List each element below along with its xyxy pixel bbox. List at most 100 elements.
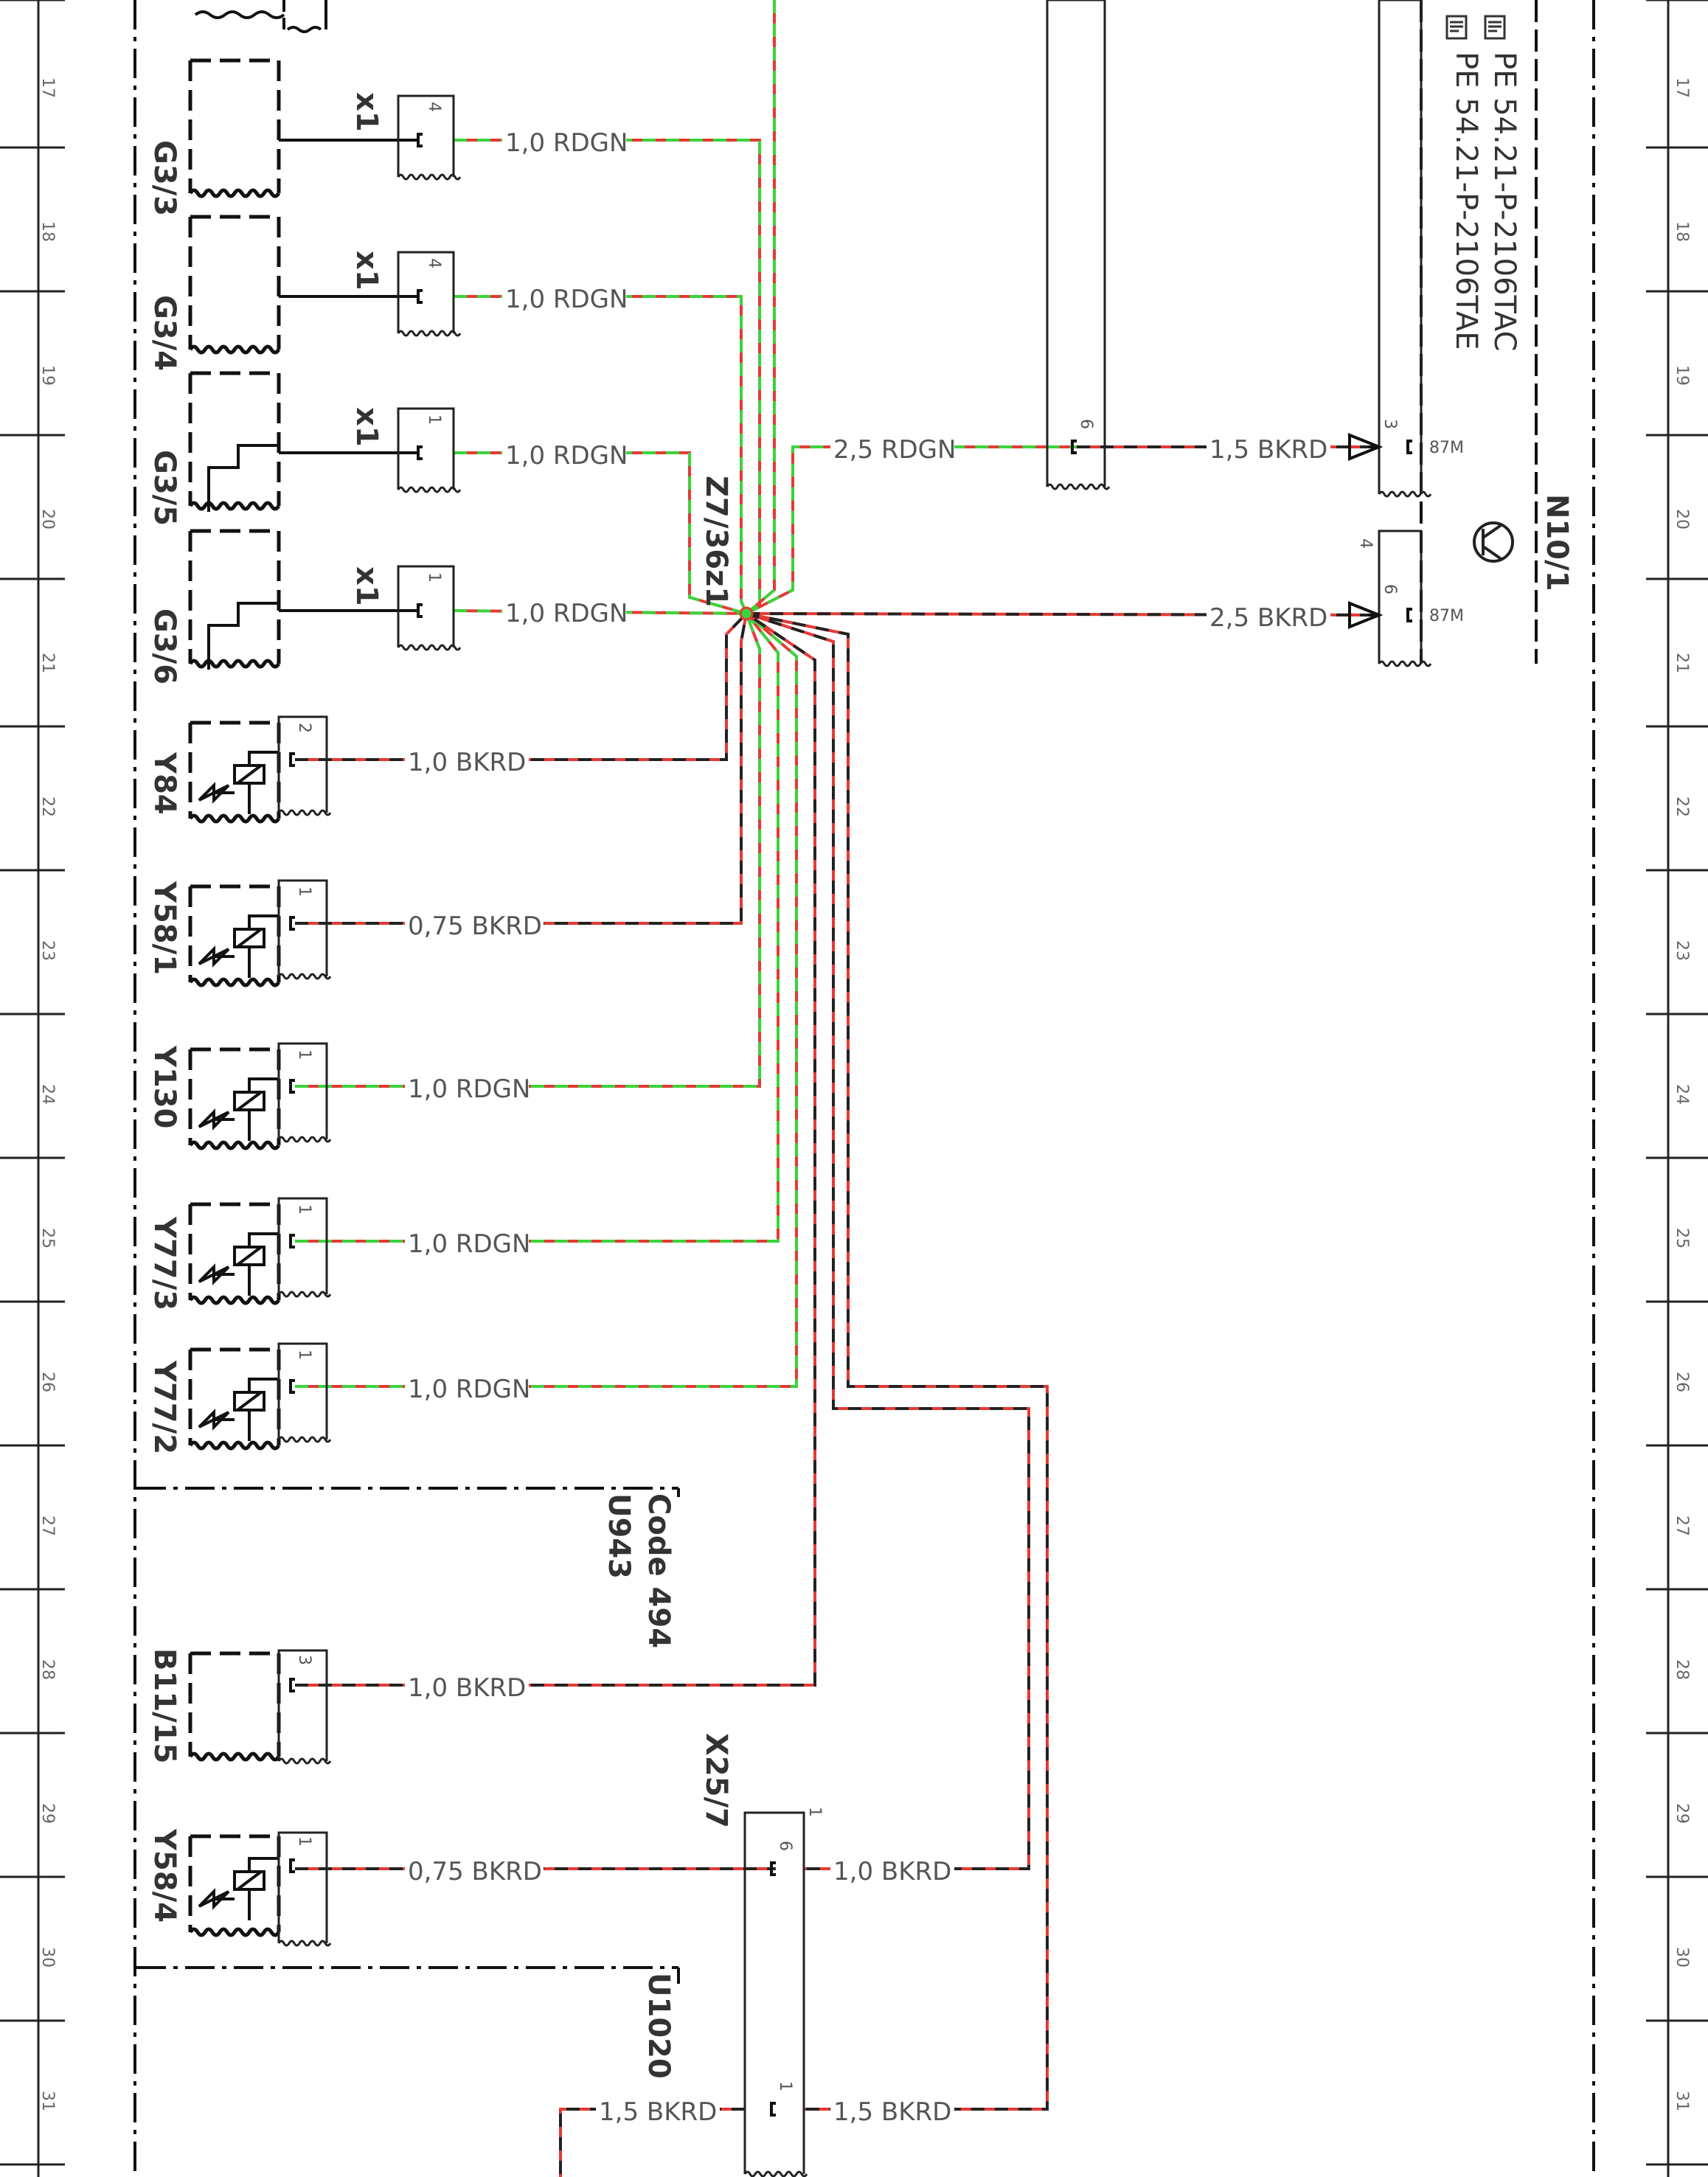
pin-number: 1 bbox=[425, 414, 443, 425]
wire-label-x25-1-0: 1,0 BKRD bbox=[830, 1857, 954, 1887]
svg-text:1,0 BKRD: 1,0 BKRD bbox=[408, 1673, 526, 1703]
labels: G3/3 G3/4 G3/5 G3/6 Y84 Y58/1 Y130 Y77/3… bbox=[147, 52, 1574, 2079]
row-number: 17 bbox=[38, 77, 57, 98]
arrow-icon bbox=[1348, 433, 1384, 461]
pin-number: 4 bbox=[425, 102, 443, 112]
label-y77-2: Y77/2 bbox=[147, 1360, 181, 1454]
wire-y84 bbox=[295, 612, 748, 761]
row-number: 20 bbox=[1673, 509, 1691, 530]
label-x1-g33: x1 bbox=[350, 92, 383, 132]
label-x1-g35: x1 bbox=[350, 407, 383, 447]
wire-y77-2 bbox=[295, 612, 798, 1388]
row-number: 17 bbox=[1673, 77, 1691, 98]
pin-number: 1 bbox=[295, 1836, 313, 1847]
row-number: 27 bbox=[1673, 1515, 1691, 1536]
svg-text:1,0 RDGN: 1,0 RDGN bbox=[505, 441, 628, 471]
wire-label-y58-1: 0,75 BKRD bbox=[405, 912, 544, 942]
pin-number: 1 bbox=[295, 886, 313, 897]
wire-label-y77-2: 1,0 RDGN bbox=[405, 1375, 530, 1405]
svg-text:1,0 RDGN: 1,0 RDGN bbox=[408, 1375, 530, 1404]
frame-lines bbox=[133, 0, 1595, 2177]
row-number: 26 bbox=[38, 1372, 57, 1392]
svg-text:1,0 BKRD: 1,0 BKRD bbox=[408, 748, 526, 777]
row-number: 26 bbox=[1673, 1372, 1691, 1392]
valve-connector bbox=[277, 715, 332, 816]
label-b11-15: B11/15 bbox=[147, 1648, 181, 1763]
components bbox=[188, 58, 417, 1937]
row-number: 20 bbox=[38, 509, 57, 530]
valve-connector bbox=[277, 879, 332, 980]
wire-2-5-rdgn bbox=[746, 445, 1077, 615]
row-number: 30 bbox=[38, 1947, 57, 1968]
g3-4-sensor bbox=[188, 215, 281, 355]
x1-connector bbox=[397, 565, 462, 651]
wire-label-2-5-bkrd: 2,5 BKRD bbox=[1207, 603, 1330, 633]
label-x1-g36: x1 bbox=[350, 566, 383, 606]
pin-number: 6 bbox=[1077, 419, 1095, 429]
row-number: 24 bbox=[1673, 1084, 1691, 1105]
wire-label-g33: 1,0 RDGN bbox=[502, 128, 628, 159]
wire-label-b11: 1,0 BKRD bbox=[405, 1673, 529, 1704]
wire-x25-1-5 bbox=[746, 612, 1049, 2111]
label-code-494: Code 494 bbox=[642, 1493, 676, 1648]
label-u1020: U1020 bbox=[642, 1973, 676, 2079]
row-number: 28 bbox=[1673, 1659, 1691, 1680]
label-n10-1: N10/1 bbox=[1540, 494, 1574, 591]
wire-label-g35: 1,0 RDGN bbox=[502, 441, 628, 471]
label-87m-bottom: 87M bbox=[1429, 607, 1464, 625]
wire-label-y130: 1,0 RDGN bbox=[405, 1074, 530, 1105]
row-number: 25 bbox=[1673, 1228, 1691, 1249]
row-number: 28 bbox=[38, 1659, 57, 1680]
row-number: 29 bbox=[1673, 1803, 1691, 1824]
svg-text:2,5 RDGN: 2,5 RDGN bbox=[833, 435, 956, 465]
solenoid-valve-icon bbox=[198, 1378, 279, 1441]
row-number: 21 bbox=[1673, 653, 1691, 673]
row-number: 18 bbox=[1673, 221, 1691, 242]
pin-number: 1 bbox=[295, 1049, 313, 1060]
row-number: 19 bbox=[38, 365, 57, 386]
svg-text:0,75 BKRD: 0,75 BKRD bbox=[408, 1857, 542, 1886]
solenoid-valve-icon bbox=[198, 914, 279, 978]
valve-connector bbox=[277, 1197, 332, 1298]
label-g35: G3/5 bbox=[147, 450, 181, 526]
row-number: 21 bbox=[38, 653, 57, 673]
g3-3-sensor bbox=[188, 58, 281, 198]
x-connector-top bbox=[1046, 0, 1111, 490]
pin-number: 1 bbox=[776, 2081, 794, 2091]
svg-text:1,5 BKRD: 1,5 BKRD bbox=[833, 2097, 951, 2127]
row-number: 25 bbox=[38, 1228, 57, 1249]
pin-number: 3 bbox=[295, 1655, 313, 1665]
g3-5-sensor bbox=[188, 371, 281, 511]
reference-tac: PE 54.21-P-2106TAC bbox=[1487, 52, 1521, 351]
row-number: 19 bbox=[1673, 365, 1691, 386]
svg-text:0,75 BKRD: 0,75 BKRD bbox=[408, 912, 542, 941]
wire-label-2-5-rdgn: 2,5 RDGN bbox=[830, 435, 956, 465]
splice-point bbox=[739, 606, 754, 621]
label-y58-1: Y58/1 bbox=[147, 881, 181, 975]
label-z7-36z1: Z7/36z1 bbox=[699, 476, 733, 607]
valve-connector bbox=[277, 1042, 332, 1143]
label-y130: Y130 bbox=[147, 1045, 181, 1128]
x25-7-connector bbox=[743, 1811, 808, 2177]
row-number: 22 bbox=[1673, 796, 1691, 817]
solenoid-valve-icon bbox=[198, 1857, 279, 1920]
svg-text:1,0 RDGN: 1,0 RDGN bbox=[408, 1229, 530, 1259]
relay-symbol-icon bbox=[1473, 521, 1514, 563]
label-g34: G3/4 bbox=[147, 295, 181, 371]
n10-pin3-block bbox=[1378, 0, 1432, 498]
row-number: 31 bbox=[1673, 2091, 1691, 2111]
svg-text:1,5 BKRD: 1,5 BKRD bbox=[1209, 435, 1327, 465]
row-number: 23 bbox=[38, 940, 57, 961]
y58-4-connector bbox=[277, 1831, 332, 1947]
label-x25-7: X25/7 bbox=[699, 1733, 733, 1828]
arrow-icon bbox=[1348, 601, 1384, 629]
pin-number: 1 bbox=[805, 1807, 824, 1817]
row-number: 30 bbox=[1673, 1947, 1691, 1968]
row-number: 29 bbox=[38, 1803, 57, 1824]
g3-6-sensor bbox=[188, 529, 281, 669]
svg-text:1,5 BKRD: 1,5 BKRD bbox=[599, 2097, 717, 2127]
pointing-hand-icon bbox=[1445, 15, 1506, 40]
svg-text:1,0 RDGN: 1,0 RDGN bbox=[408, 1074, 530, 1104]
